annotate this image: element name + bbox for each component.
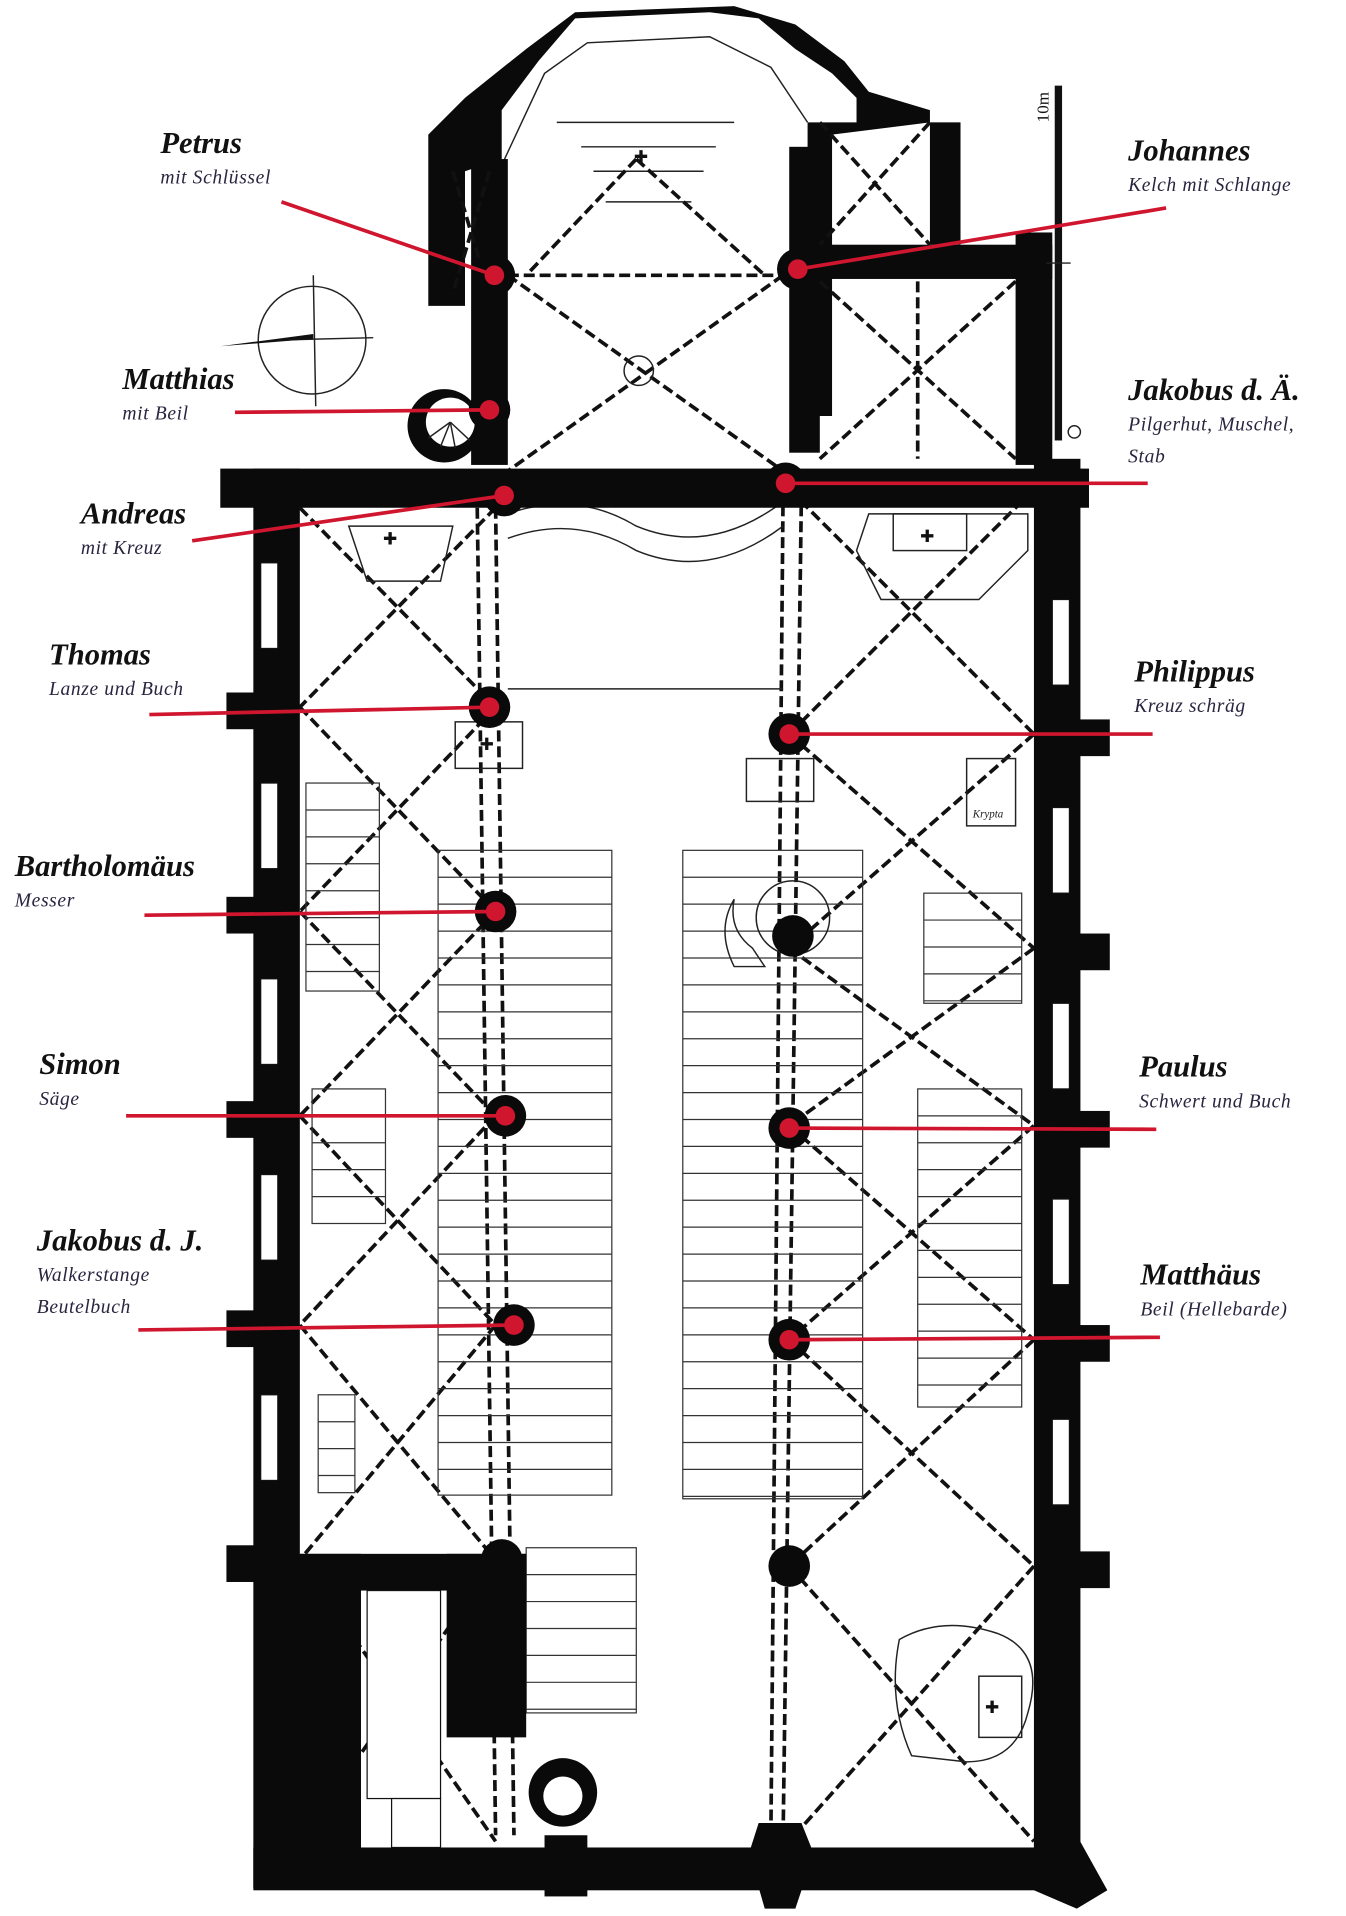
apostle-attribute: Säge	[39, 1089, 79, 1110]
apostle-pier-marker	[479, 400, 500, 420]
apostle-pier-marker	[485, 901, 506, 922]
nave-walls	[220, 458, 1108, 1909]
pier	[772, 915, 814, 957]
vault-rib	[787, 488, 1036, 736]
leader-line	[280, 200, 495, 278]
apostle-andreas: Andreas mit Kreuz	[79, 485, 514, 559]
scale-label: 10m	[1034, 91, 1053, 122]
apostle-attribute: Kelch mit Schlange	[1127, 175, 1291, 196]
apostle-attribute: mit Kreuz	[81, 538, 162, 559]
vault-rib	[788, 732, 1036, 950]
vault-rib	[298, 1323, 498, 1562]
vault-rib	[298, 506, 497, 709]
apostle-pier-marker	[788, 259, 808, 279]
arcade-rib	[781, 489, 804, 1836]
buttresses	[226, 692, 1110, 1589]
apostle-name: Johannes	[1127, 133, 1250, 167]
apostle-pier-marker	[504, 1315, 524, 1335]
apostle-name: Paulus	[1138, 1050, 1227, 1084]
vault-rib	[788, 946, 1036, 1128]
apostle-attribute: Lanze und Buch	[48, 679, 184, 700]
leader-line	[138, 1323, 514, 1332]
apostle-attribute: Messer	[14, 891, 75, 912]
apostle-name: Jakobus d. J.	[36, 1223, 204, 1257]
apostle-name: Simon	[39, 1047, 121, 1081]
pew-block	[317, 1394, 356, 1494]
apostle-pier-marker	[479, 697, 500, 717]
apostle-name: Thomas	[49, 637, 151, 671]
pew-block	[305, 782, 380, 992]
vault-rib	[788, 1124, 1036, 1342]
vault-rib	[787, 1564, 1036, 1843]
leader-line	[149, 705, 490, 717]
apostle-jakobus-d-ä: Jakobus d. Ä. Pilgerhut, Muschel, Stab	[775, 373, 1300, 494]
apostle-name: Matthias	[121, 362, 234, 396]
apostle-attribute: Pilgerhut, Muschel,	[1127, 415, 1294, 436]
windows	[260, 562, 1071, 1506]
apostle-attribute: Beil (Hellebarde)	[1140, 1299, 1287, 1320]
sacristy	[451, 121, 1053, 465]
leader-line	[797, 206, 1167, 271]
apostle-attribute: mit Beil	[122, 404, 188, 425]
apostle-attribute: Stab	[1128, 446, 1165, 467]
vault-rib	[787, 488, 1036, 736]
apostle-name: Philippus	[1133, 654, 1255, 688]
apostle-attribute: Schwert und Buch	[1139, 1091, 1291, 1112]
pew-block	[917, 1088, 1023, 1408]
pier	[480, 1539, 523, 1581]
svg-text:✚: ✚	[920, 527, 934, 546]
apostle-pier-marker	[494, 485, 514, 506]
leader-line	[234, 408, 490, 415]
apostle-pier-marker	[495, 1106, 516, 1126]
pier	[768, 1545, 811, 1587]
apostle-attribute: mit Schlüssel	[160, 168, 271, 189]
vault-rib	[298, 1114, 497, 1327]
apostle-name: Andreas	[79, 497, 186, 531]
pew-block	[923, 892, 1023, 1004]
apostle-pier-marker	[779, 1118, 800, 1138]
leader-line	[789, 1126, 1157, 1132]
apostle-name: Matthäus	[1139, 1258, 1261, 1292]
apostle-name: Jakobus d. Ä.	[1127, 373, 1300, 407]
apostle-pier-marker	[779, 1329, 800, 1350]
choir: ✚	[428, 6, 930, 563]
vault-rib	[298, 506, 497, 709]
scale-bar: 10m	[1034, 85, 1082, 441]
piers	[468, 248, 819, 1587]
crypt-label: Krypta	[972, 808, 1004, 820]
pew-block	[525, 1547, 637, 1714]
side-altars: ✚ ✚ ✚ Krypta ✚	[347, 513, 1034, 1763]
apostle-pier-marker	[775, 473, 796, 494]
apostle-attribute: Beutelbuch	[37, 1297, 131, 1318]
apostle-name: Petrus	[159, 126, 242, 160]
apostle-attribute: Walkerstange	[37, 1265, 150, 1286]
apostle-petrus: Petrus mit Schlüssel	[159, 126, 505, 286]
pew-block	[682, 849, 864, 1500]
svg-text:✚: ✚	[985, 1698, 999, 1717]
apostle-pier-marker	[484, 265, 505, 286]
apostle-name: Bartholomäus	[14, 849, 195, 883]
leader-line	[191, 493, 505, 543]
vault-rib	[787, 1338, 1036, 1568]
svg-text:✚: ✚	[480, 735, 494, 754]
leader-line	[144, 909, 496, 918]
north-arrow-icon	[220, 275, 374, 407]
pew-block	[311, 1088, 387, 1225]
svg-text:✚: ✚	[383, 529, 397, 548]
arcade-rib	[769, 489, 785, 1836]
apostle-attribute: Kreuz schräg	[1133, 696, 1246, 717]
stair-turret	[407, 389, 481, 463]
apostle-pier-marker	[779, 724, 800, 744]
leader-line	[789, 1335, 1160, 1342]
apostle-matthias: Matthias mit Beil	[121, 362, 500, 425]
